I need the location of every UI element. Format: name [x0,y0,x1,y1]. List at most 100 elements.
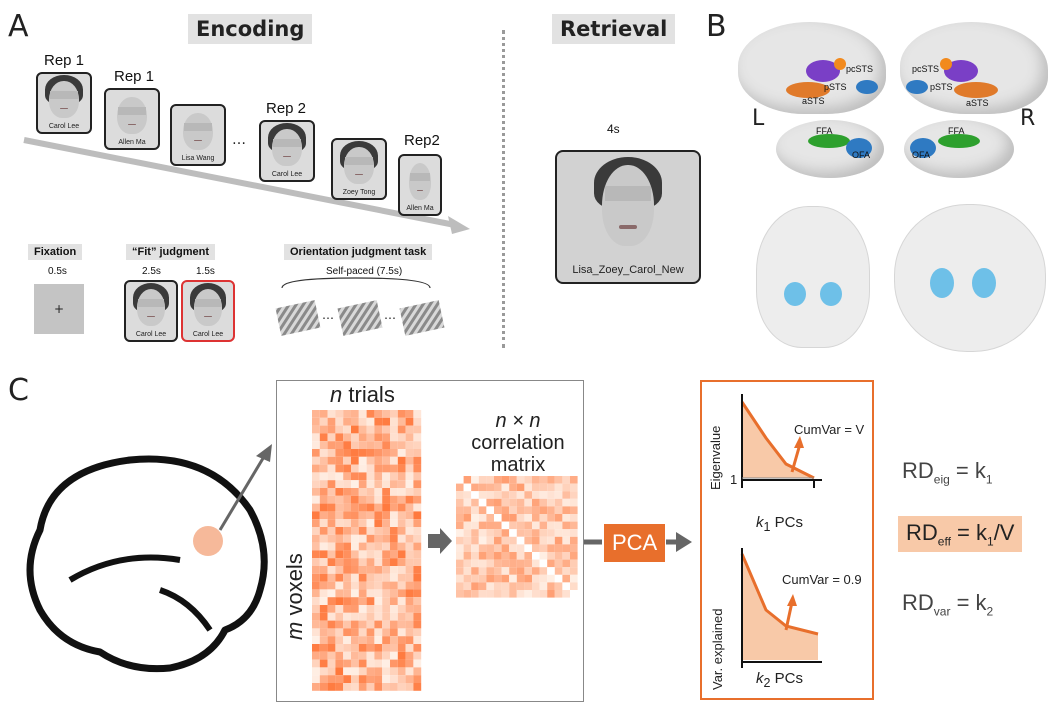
correlation-cell [524,529,532,537]
heatmap-cell [343,581,351,590]
correlation-cell [478,559,487,568]
correlation-cell [524,590,532,598]
eig-xtext: PCs [774,514,803,531]
trials-label: n trials [330,382,395,408]
correlation-cell [463,536,472,545]
heatmap-cell [319,651,328,660]
correlation-cell [554,491,563,499]
heatmap-cell [366,683,375,691]
heatmap-cell [312,503,320,512]
correlation-cell [547,498,555,507]
heatmap-cell [397,480,406,488]
heatmap-cell [374,644,383,652]
correlation-cell [486,559,494,568]
heatmap-cell [397,534,406,543]
heatmap-cell [397,659,406,668]
correlation-cell [494,544,502,552]
heatmap-cell [327,675,336,683]
glass-brain-front [756,206,870,348]
correlation-cell [509,552,517,560]
correlation-cell [524,506,532,514]
heatmap-cell [397,651,406,660]
heatmap-cell [343,503,351,512]
heatmap-cell [327,472,336,481]
fixation-title: Fixation [28,244,83,260]
correlation-cell [478,536,487,545]
correlation-cell [456,491,464,499]
heatmap-cell [397,519,406,527]
correlation-cell [516,544,525,552]
heatmap-cell [319,620,328,629]
heatmap-cell [312,605,320,613]
correlation-cell [478,506,487,514]
heatmap-cell [382,550,390,559]
rep-label-3: Rep 2 [266,100,307,117]
heatmap-cell [374,519,383,527]
correlation-cell [570,498,578,507]
correlation-cell [494,506,502,514]
correlation-cell [532,574,540,583]
heatmap-cell [343,589,351,598]
heatmap-cell [397,558,406,566]
heatmap-cell [335,581,344,590]
heatmap-cell [374,550,383,559]
heatmap-cell [374,441,383,449]
heatmap-cell [335,433,344,442]
heatmap-cell [312,620,320,629]
correlation-cell [494,514,502,522]
heatmap-cell [397,456,406,465]
heatmap-cell [390,605,398,613]
correlation-cell [486,491,494,499]
heatmap-cell [413,542,422,551]
heatmap-cell [397,472,406,481]
heatmap-cell [405,620,414,629]
heatmap-cell [319,683,328,691]
heatmap-cell [413,620,422,629]
heatmap-cell [319,636,328,644]
correlation-cell [562,574,570,583]
correlation-cell [509,559,517,568]
heatmap-cell [351,472,359,481]
heatmap-cell [374,667,383,676]
heatmap-cell [405,566,414,574]
correlation-cell [539,590,548,598]
correlation-cell [532,529,540,537]
heatmap-cell [397,628,406,637]
heatmap-cell [343,683,351,691]
correlation-cell [554,521,563,530]
heatmap-cell [335,667,344,676]
heatmap-cell [327,644,336,652]
fit-face-name-2: Carol Lee [192,331,224,338]
correlation-cell [562,552,570,560]
heatmap-cell [366,589,375,598]
correlation-cell [501,491,510,499]
heatmap-cell [366,441,375,449]
correlation-cell [570,544,578,552]
heatmap-cell [413,683,422,691]
heatmap-cell [374,433,383,442]
heatmap-cell [366,667,375,676]
heatmap-cell [405,495,414,504]
correlation-cell [501,544,510,552]
correlation-cell [494,536,502,545]
heatmap-cell [343,527,351,535]
section-divider [502,30,505,348]
heatmap-cell [343,472,351,481]
heatmap-cell [335,597,344,605]
heatmap-cell [382,628,390,637]
correlation-cell [463,514,472,522]
heatmap-cell [312,558,320,566]
heatmap-cell [366,550,375,559]
heatmap-cell [366,628,375,637]
correlation-cell [494,559,502,568]
roi-label-FFA-right: FFA [948,126,965,136]
heatmap-cell [382,659,390,668]
heatmap-cell [390,550,398,559]
correlation-cell [463,491,472,499]
correlation-cell [478,590,487,598]
heatmap-cell [382,449,390,457]
correlation-cell [570,559,578,568]
correlation-cell [547,552,555,560]
heatmap-cell [405,573,414,582]
correlation-cell [524,483,532,492]
